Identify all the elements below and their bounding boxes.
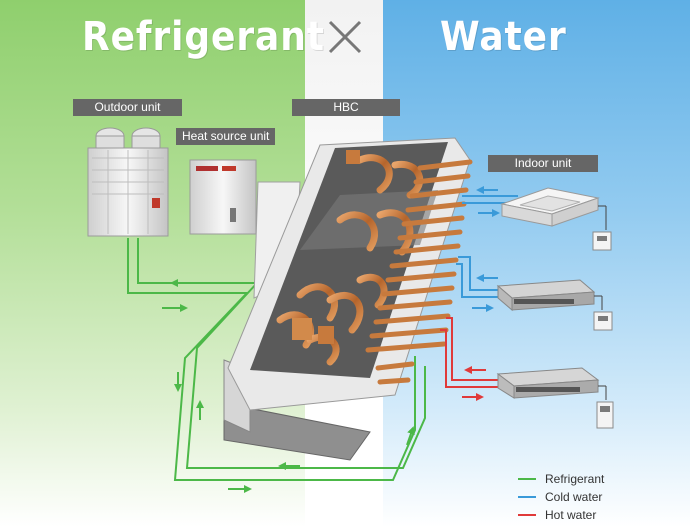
label-heat-source-unit: Heat source unit — [176, 128, 276, 145]
legend-label-hot-water: Hot water — [545, 508, 597, 522]
hbc-illustration — [223, 137, 473, 461]
indoor-unit-cassette-illustration — [500, 187, 612, 251]
legend-label-cold-water: Cold water — [545, 490, 603, 504]
legend-swatch-refrigerant — [518, 478, 536, 480]
legend-swatch-cold-water — [518, 496, 536, 498]
legend-item-hot-water: Hot water — [518, 506, 604, 524]
legend-item-cold-water: Cold water — [518, 488, 604, 506]
title-water: Water — [440, 14, 567, 60]
indoor-unit-ducted-illustration — [496, 279, 613, 331]
times-icon — [328, 20, 362, 54]
outdoor-unit-illustration — [87, 127, 169, 237]
label-hbc: HBC — [292, 99, 400, 116]
legend-item-refrigerant: Refrigerant — [518, 470, 604, 488]
refrigerant-piping — [127, 238, 426, 481]
heat-source-unit-illustration — [189, 159, 257, 235]
cold-water-flow-arrows — [472, 186, 500, 312]
legend-swatch-hot-water — [518, 514, 536, 516]
refrigerant-flow-arrows — [162, 279, 415, 493]
label-indoor-unit: Indoor unit — [488, 155, 598, 172]
legend-label-refrigerant: Refrigerant — [545, 472, 605, 486]
indoor-unit-lowprofile-illustration — [496, 367, 614, 429]
legend: Refrigerant Cold water Hot water — [518, 470, 604, 524]
hot-water-piping — [440, 317, 498, 388]
title-refrigerant: Refrigerant — [82, 14, 325, 60]
hot-water-flow-arrows — [462, 366, 486, 401]
label-outdoor-unit: Outdoor unit — [73, 99, 182, 116]
